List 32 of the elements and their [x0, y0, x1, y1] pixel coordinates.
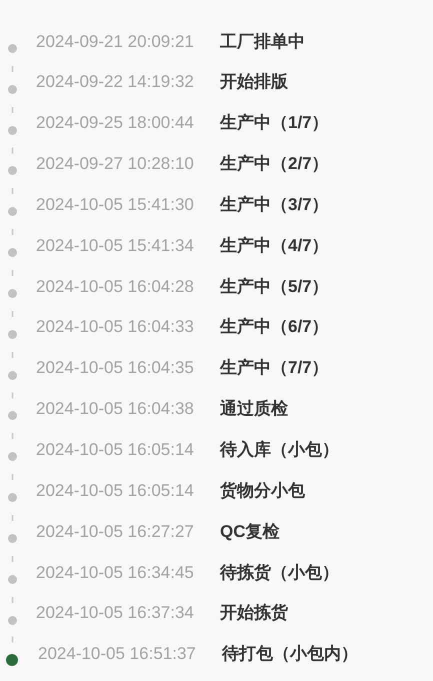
timestamp-text: 2024-10-05 16:04:33 — [36, 317, 194, 338]
timestamp-text: 2024-10-05 16:05:14 — [36, 480, 194, 501]
status-text: 待打包（小包内） — [222, 644, 358, 664]
timestamp-text: 2024-09-22 14:19:32 — [36, 72, 194, 92]
status-text: 生产中（4/7） — [220, 236, 329, 256]
timestamp-text: 2024-10-05 15:41:30 — [36, 194, 194, 215]
status-text: QC复检 — [220, 522, 280, 542]
timestamp-text: 2024-10-05 16:51:37 — [38, 644, 196, 664]
status-text: 通过质检 — [220, 399, 288, 420]
timestamp-text: 2024-09-21 20:09:21 — [36, 32, 194, 52]
timestamp-text: 2024-09-27 10:28:10 — [36, 154, 194, 174]
timestamp-text: 2024-10-05 16:04:38 — [36, 399, 194, 420]
status-text: 生产中（2/7） — [220, 154, 329, 174]
status-text: 生产中（3/7） — [220, 194, 329, 215]
status-text: 待拣货（小包） — [220, 562, 339, 583]
timestamp-text: 2024-10-05 16:34:45 — [36, 562, 194, 583]
timestamp-text: 2024-09-25 18:00:44 — [36, 113, 194, 134]
status-text: 开始排版 — [220, 72, 288, 92]
timestamp-text: 2024-10-05 16:05:14 — [36, 440, 194, 460]
status-text: 生产中（5/7） — [220, 276, 329, 297]
status-text: 生产中（1/7） — [220, 113, 329, 134]
timestamp-text: 2024-10-05 16:27:27 — [36, 522, 194, 542]
status-text: 生产中（6/7） — [220, 317, 329, 338]
status-text: 生产中（7/7） — [220, 358, 329, 378]
status-text: 开始拣货 — [220, 603, 288, 624]
timestamp-text: 2024-10-05 16:37:34 — [36, 603, 194, 624]
timestamp-text: 2024-10-05 15:41:34 — [36, 236, 194, 256]
timestamp-text: 2024-10-05 16:04:35 — [36, 358, 194, 378]
status-text: 待入库（小包） — [220, 440, 339, 460]
status-text: 工厂排单中 — [220, 32, 305, 52]
timestamp-text: 2024-10-05 16:04:28 — [36, 276, 194, 297]
status-text: 货物分小包 — [220, 480, 305, 501]
